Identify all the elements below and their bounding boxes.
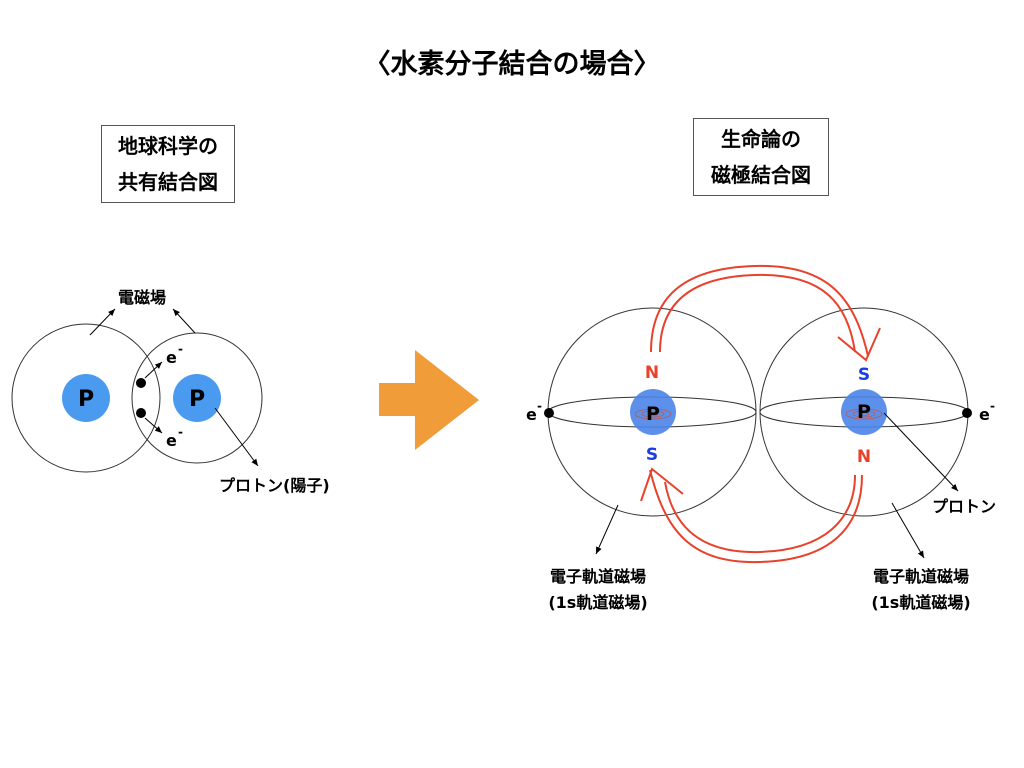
- pole-n-right: N: [857, 447, 871, 467]
- caption-line-1: 地球科学の: [118, 134, 218, 158]
- shared-electron-2: [136, 408, 146, 418]
- shared-electron-1: [136, 378, 146, 388]
- proton-left: P: [62, 374, 110, 422]
- electron-arrow-2: [144, 417, 163, 434]
- svg-text:P: P: [857, 401, 871, 423]
- svg-text:P: P: [646, 403, 660, 425]
- svg-text:-: -: [990, 399, 995, 413]
- caption-line-1: 生命論の: [721, 127, 801, 151]
- pole-n-left: N: [645, 363, 659, 383]
- proton-pointer-right: [883, 412, 959, 492]
- field-arrow-right: [172, 308, 196, 334]
- svg-text:-: -: [178, 342, 183, 356]
- svg-text:e: e: [166, 348, 177, 367]
- proton-label-left: プロトン(陽子): [219, 476, 330, 495]
- proton-label-right: プロトン: [932, 497, 996, 516]
- svg-text:e: e: [526, 405, 537, 424]
- em-field-circle-left: [11, 323, 161, 473]
- covalent-bond-caption: 地球科学の 共有結合図: [101, 125, 235, 203]
- svg-text:P: P: [189, 387, 205, 412]
- svg-text:-: -: [178, 425, 183, 439]
- electron-arrow-1: [144, 361, 163, 379]
- orbital-label-left-line2: (1s軌道磁場): [548, 593, 647, 612]
- proton-core-left: P: [630, 389, 676, 435]
- magnetic-field-loop-top: [650, 264, 881, 362]
- svg-text:e: e: [166, 431, 177, 450]
- caption-line-2: 磁極結合図: [711, 163, 811, 187]
- em-field-label: 電磁場: [118, 288, 166, 307]
- magnetic-field-loop-bottom: [640, 467, 863, 564]
- electron-left: [544, 408, 554, 418]
- proton-right: P: [173, 374, 221, 422]
- electron-label-left: e -: [526, 399, 542, 424]
- svg-text:e: e: [979, 405, 990, 424]
- electron-label-right: e -: [979, 399, 995, 424]
- electron-label-2: e -: [166, 425, 183, 450]
- page-title: 〈水素分子結合の場合〉: [363, 49, 661, 80]
- field-arrow-left: [89, 308, 116, 336]
- svg-text:-: -: [537, 399, 542, 413]
- proton-pointer-left: [214, 407, 259, 467]
- electron-label-1: e -: [166, 342, 183, 367]
- orbital-pointer-right: [891, 502, 925, 559]
- orbital-pointer-left: [595, 504, 619, 555]
- orbital-label-left-line1: 電子軌道磁場: [550, 567, 646, 586]
- proton-core-right: P: [841, 389, 887, 435]
- transition-arrow-icon: [379, 350, 479, 450]
- pole-s-left: S: [646, 445, 658, 465]
- caption-line-2: 共有結合図: [118, 170, 218, 194]
- electron-right: [962, 408, 972, 418]
- pole-s-right: S: [858, 365, 870, 385]
- svg-text:P: P: [78, 387, 94, 412]
- orbital-label-right-line1: 電子軌道磁場: [873, 567, 969, 586]
- em-field-circle-right: [131, 332, 263, 464]
- orbital-label-right-line2: (1s軌道磁場): [871, 593, 970, 612]
- magnetic-bond-caption: 生命論の 磁極結合図: [693, 118, 829, 196]
